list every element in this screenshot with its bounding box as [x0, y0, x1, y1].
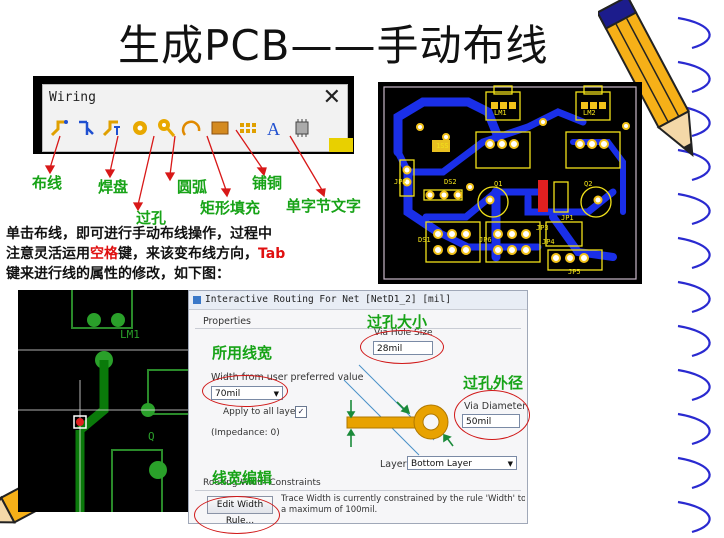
svg-text:1SS: 1SS — [436, 142, 449, 150]
divider — [195, 490, 521, 491]
wiring-toolbar-screenshot: Wiring ✕ A — [33, 76, 354, 154]
svg-text:JP6: JP6 — [479, 236, 492, 244]
pcb-layout-image: LM1 LM2 1SS DS2 JP2 Q1 Q2 JP1 JP3 JP4 JP… — [378, 82, 642, 284]
apply-all-layers-checkbox[interactable]: ✓ — [295, 406, 307, 418]
wiring-toolbar: Wiring ✕ A — [42, 84, 348, 152]
space-key: 空格 — [90, 246, 118, 262]
svg-text:Q1: Q1 — [494, 180, 502, 188]
constraint-text-2: a maximum of 100mil. — [281, 505, 378, 515]
label-wire: 布线 — [32, 174, 63, 192]
polygon-pour-icon[interactable] — [237, 117, 259, 139]
pad-icon[interactable] — [129, 117, 151, 139]
via-diagram — [343, 364, 454, 456]
svg-text:JP3: JP3 — [536, 224, 549, 232]
svg-text:DS2: DS2 — [444, 178, 457, 186]
label-copper: 铺铜 — [252, 174, 283, 192]
svg-text:A: A — [267, 119, 280, 139]
svg-text:JP2: JP2 — [394, 178, 407, 186]
pcb-fragment — [329, 138, 353, 152]
close-icon[interactable]: ✕ — [322, 85, 341, 110]
svg-text:LM1: LM1 — [494, 109, 507, 117]
annotation-width-used: 所用线宽 — [212, 344, 273, 362]
width-label: Width from user preferred value — [211, 372, 364, 383]
string-icon[interactable]: A — [263, 117, 285, 139]
label-arc: 圆弧 — [177, 178, 208, 196]
instruction-text: 单击布线，即可进行手动布线操作，过程中 注意灵活运用空格键，来该变布线方向，Ta… — [6, 224, 378, 284]
via-icon[interactable] — [155, 117, 177, 139]
apply-all-layers-label: Apply to all layers — [223, 407, 304, 417]
svg-text:Q: Q — [148, 430, 155, 443]
svg-text:JP1: JP1 — [561, 214, 574, 222]
annotation-via-outer: 过孔外径 — [463, 374, 524, 392]
routing-preview-image: LM1 Q — [18, 290, 188, 512]
chevron-down-icon: ▼ — [507, 460, 513, 468]
svg-text:JP4: JP4 — [542, 238, 555, 246]
fill-icon[interactable] — [209, 117, 231, 139]
dialog-title: Interactive Routing For Net [NetD1_2] [m… — [205, 294, 451, 305]
edit-width-highlight — [194, 496, 280, 534]
via-hole-highlight — [360, 330, 444, 364]
impedance-text: (Impedance: 0) — [211, 428, 280, 438]
properties-header: Properties — [203, 316, 252, 327]
svg-text:DS1: DS1 — [418, 236, 431, 244]
interactive-route-icon[interactable] — [101, 117, 123, 139]
svg-text:LM1: LM1 — [120, 328, 140, 341]
tab-key: Tab — [258, 246, 286, 262]
constraint-text-1: Trace Width is currently constrained by … — [281, 494, 525, 504]
via-diameter-highlight — [454, 390, 530, 440]
width-highlight — [202, 375, 288, 407]
dialog-titlebar: Interactive Routing For Net [NetD1_2] [m… — [189, 291, 527, 310]
label-pad: 焊盘 — [98, 178, 129, 196]
bus-entry-icon[interactable] — [75, 117, 97, 139]
slide-title: 生成PCB——手动布线 — [118, 21, 549, 70]
pencil-icon — [598, 0, 694, 157]
toolbar-title: Wiring — [49, 90, 96, 105]
svg-text:JP5: JP5 — [568, 268, 581, 276]
component-icon[interactable] — [291, 117, 313, 139]
annotation-via-size: 过孔大小 — [367, 313, 428, 331]
label-fill: 矩形填充 — [200, 199, 261, 217]
routing-width-constraints-label: Routing Width Constraints — [203, 478, 321, 488]
divider — [195, 328, 521, 329]
label-string: 单字节文字 — [286, 197, 362, 215]
instruction-line-2: 注意灵活运用空格键，来该变布线方向，Tab — [6, 246, 286, 262]
layer-select[interactable]: Bottom Layer ▼ — [407, 456, 517, 470]
label-via: 过孔 — [136, 209, 167, 227]
route-wire-icon[interactable] — [49, 117, 71, 139]
instruction-line-3: 键来进行线的属性的修改，如下图： — [6, 266, 230, 282]
arc-icon[interactable] — [181, 117, 203, 139]
svg-text:LM2: LM2 — [583, 109, 596, 117]
app-icon — [193, 295, 201, 304]
annotation-width-edit: 线宽编辑 — [212, 469, 273, 487]
layer-label: Layer — [380, 459, 407, 470]
svg-text:Q2: Q2 — [584, 180, 592, 188]
instruction-line-1: 单击布线，即可进行手动布线操作，过程中 — [6, 226, 272, 242]
